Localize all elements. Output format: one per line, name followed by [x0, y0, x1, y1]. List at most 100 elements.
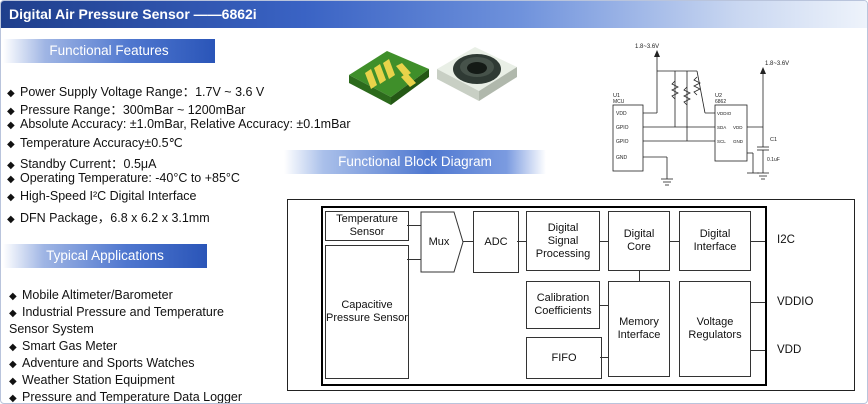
diamond-bullet-icon: ◆ [9, 393, 17, 404]
calibration-coefficients-block: Calibration Coefficients [526, 281, 600, 329]
feature-item: ◆ Operating Temperature: -40°C to +85°C [7, 171, 240, 185]
u2-pin-label: VDD [733, 125, 743, 130]
fifo-block: FIFO [526, 337, 602, 379]
u1-pin-label: VDD [616, 111, 627, 117]
supply-voltage-right-label: 1.8~3.6V [765, 61, 789, 67]
diamond-bullet-icon: ◆ [7, 139, 15, 150]
capacitive-pressure-sensor-block: Capacitive Pressure Sensor [325, 245, 409, 379]
application-item: ◆ Adventure and Sports Watches [9, 356, 195, 370]
connector-line [407, 225, 421, 226]
application-item: ◆Mobile Altimeter/Barometer [9, 288, 173, 302]
u2-pin-label: GND [733, 139, 744, 144]
application-text: Pressure and Temperature Data Logger [22, 390, 243, 404]
supply-voltage-left-label: 1.8~3.6V [635, 44, 659, 50]
supply-arrow-icon [654, 50, 660, 57]
application-item: ◆Smart Gas Meter [9, 339, 117, 353]
resistor-icons [671, 76, 701, 106]
feature-text: High-Speed I²C Digital Interface [20, 189, 197, 203]
application-item: ◆ Pressure and Temperature Data Logger [9, 390, 243, 404]
feature-text: Temperature Accuracy±0.5℃ [20, 136, 183, 150]
application-text: Industrial Pressure and Temperature [22, 305, 224, 319]
feature-item: ◆ High-Speed I²C Digital Interface [7, 189, 196, 203]
u1-pin-label: GND [616, 155, 628, 161]
block-diagram-heading-text: Functional Block Diagram [338, 154, 492, 169]
diamond-bullet-icon: ◆ [7, 120, 15, 131]
feature-text: Pressure Range：300mBar ~ 1200mBar [20, 103, 246, 117]
feature-item: ◆ DFN Package，6.8 x 6.2 x 3.1mm [7, 207, 210, 226]
page-title: Digital Air Pressure Sensor ——6862i [9, 6, 257, 22]
feature-text: Operating Temperature: -40°C to +85°C [20, 171, 240, 185]
chip-top-view-image [437, 47, 517, 101]
feature-item: ◆ Pressure Range：300mBar ~ 1200mBar [7, 99, 245, 118]
diamond-bullet-icon: ◆ [7, 160, 15, 171]
u2-part-label: 6862 [715, 99, 726, 105]
feature-text: DFN Package，6.8 x 6.2 x 3.1mm [20, 211, 210, 225]
diamond-bullet-icon: ◆ [7, 214, 15, 225]
feature-item: ◆ Absolute Accuracy: ±1.0mBar, Relative A… [7, 117, 351, 131]
u1-pin-label: GPIO [616, 125, 629, 131]
pin-line [751, 350, 765, 351]
digital-interface-block: Digital Interface [679, 211, 751, 271]
digital-signal-processing-block: Digital Signal Processing [526, 211, 600, 271]
u2-label: U2 [715, 93, 722, 99]
application-item: ◆ Weather Station Equipment [9, 373, 175, 387]
pin-line [751, 241, 765, 242]
u2-pin-label: VDDIO [717, 111, 732, 116]
feature-text: Absolute Accuracy: ±1.0mBar, Relative Ac… [20, 117, 351, 131]
u1-label: U1 [613, 93, 620, 99]
u2-pin-label: SCL [717, 139, 726, 144]
u1-pin-label: GPIO [616, 139, 629, 145]
capacitor-value-label: 0.1uF [767, 157, 780, 163]
connector-line [463, 241, 473, 242]
schematic-wires [612, 57, 769, 186]
diamond-bullet-icon: ◆ [9, 342, 17, 353]
diamond-bullet-icon: ◆ [7, 192, 15, 203]
diamond-bullet-icon: ◆ [7, 174, 15, 185]
diamond-bullet-icon: ◆ [7, 106, 15, 117]
voltage-regulators-block: Voltage Regulators [679, 281, 751, 377]
vdd-pin-label: VDD [777, 344, 802, 356]
application-item-continued: Sensor System [9, 322, 94, 336]
block-diagram-heading: Functional Block Diagram [284, 150, 546, 174]
feature-item: ◆ Power Supply Voltage Range：1.7V ~ 3.6 V [7, 81, 264, 100]
temperature-sensor-block: Temperature Sensor [325, 211, 409, 241]
i2c-pin-label: I2C [777, 234, 795, 246]
capacitor-label: C1 [770, 137, 777, 143]
feature-item: ◆ Standby Current：0.5μA [7, 153, 156, 172]
mux-block: Mux [428, 235, 450, 248]
diamond-bullet-icon: ◆ [9, 308, 17, 319]
connector-line [517, 241, 526, 242]
connector-line [407, 259, 421, 260]
pin-line [751, 302, 765, 303]
supply-arrow-icon [760, 67, 766, 74]
application-schematic: 1.8~3.6V 1.8~3.6V [612, 44, 789, 186]
feature-text: Power Supply Voltage Range：1.7V ~ 3.6 V [20, 85, 265, 99]
chip-photos [349, 47, 517, 105]
memory-interface-block: Memory Interface [608, 281, 670, 377]
u2-pin-label: SDA [717, 125, 726, 130]
diamond-bullet-icon: ◆ [9, 376, 17, 387]
connector-line [639, 271, 640, 281]
diamond-bullet-icon: ◆ [9, 291, 17, 302]
digital-core-block: Digital Core [608, 211, 670, 271]
feature-text: Standby Current：0.5μA [20, 157, 157, 171]
application-item: ◆ Industrial Pressure and Temperature [9, 305, 224, 319]
applications-heading: Typical Applications [3, 244, 207, 268]
diamond-bullet-icon: ◆ [7, 88, 15, 99]
mux-shape [420, 211, 464, 273]
feature-item: ◆ Temperature Accuracy±0.5℃ [7, 135, 183, 150]
application-text: Adventure and Sports Watches [22, 356, 195, 370]
application-text: Weather Station Equipment [22, 373, 175, 387]
connector-line [600, 357, 608, 358]
u1-part-label: MCU [613, 99, 625, 105]
features-heading: Functional Features [3, 39, 215, 63]
vddio-pin-label: VDDIO [777, 296, 814, 308]
title-bar: Digital Air Pressure Sensor ——6862i [1, 1, 867, 28]
features-heading-text: Functional Features [49, 43, 169, 58]
applications-heading-text: Typical Applications [46, 248, 164, 263]
connector-line [600, 241, 608, 242]
diamond-bullet-icon: ◆ [9, 359, 17, 370]
connector-line [600, 305, 608, 306]
adc-block: ADC [473, 211, 519, 273]
